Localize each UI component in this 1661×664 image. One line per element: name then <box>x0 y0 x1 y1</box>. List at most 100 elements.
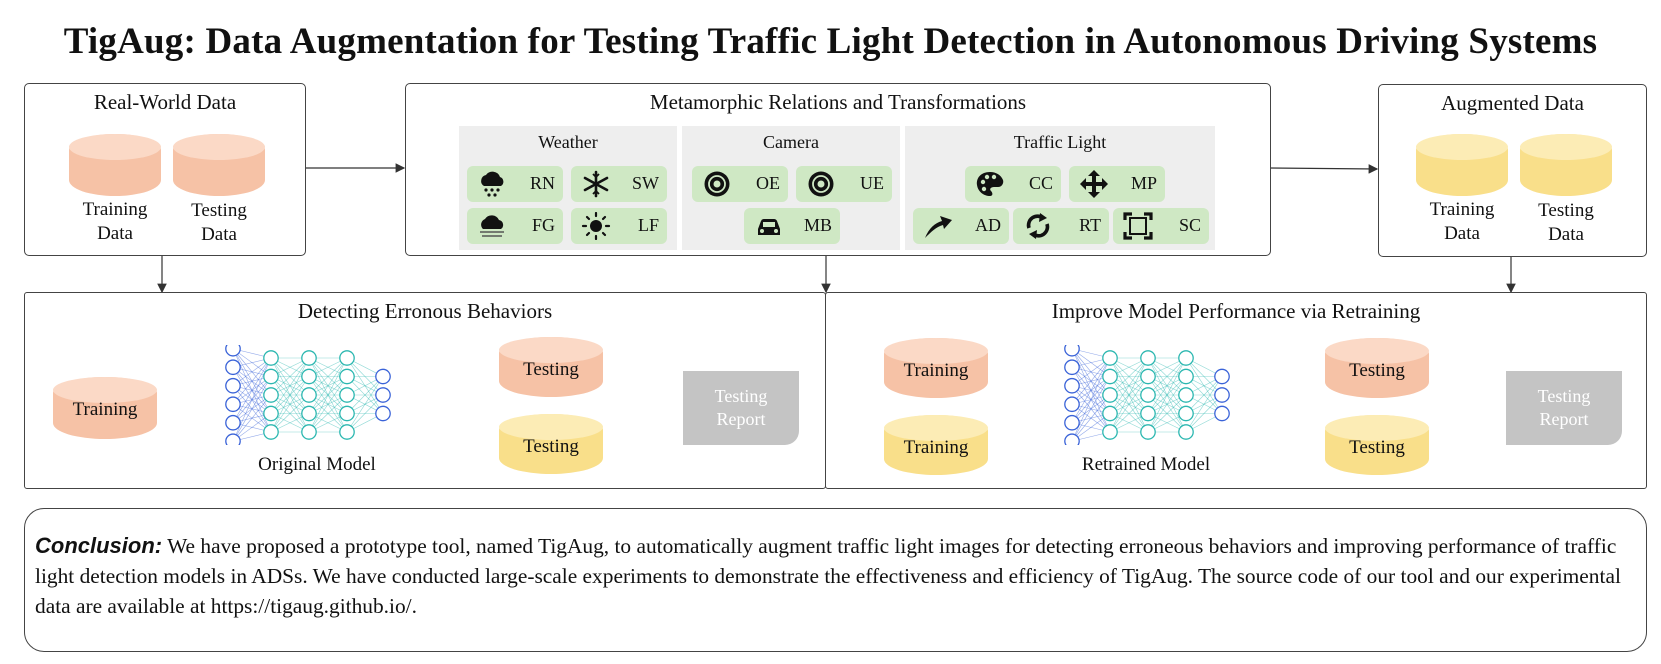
nn-neuron <box>1214 405 1230 422</box>
nn-neuron <box>1064 396 1080 413</box>
aug-training-data-cylinder <box>1416 134 1508 196</box>
metamorphic-box: Metamorphic Relations and Transformation… <box>405 83 1271 256</box>
real-training-data-cylinder <box>69 134 161 196</box>
nn-neuron <box>301 350 317 366</box>
nn-neuron <box>375 368 391 385</box>
retrain-training-real-label: Training <box>903 360 969 381</box>
nn-neuron <box>1140 405 1156 422</box>
original-model-network <box>225 345 391 445</box>
page-title: TigAug: Data Augmentation for Testing Tr… <box>63 21 1598 62</box>
sun-icon <box>581 212 611 240</box>
chip-oe-label: OE <box>756 173 780 193</box>
fog-cloud-icon <box>480 215 504 237</box>
original-model-label: Original Model <box>258 454 376 475</box>
nn-neuron <box>1102 424 1118 440</box>
aug-testing-data-label: Testing Data <box>1538 200 1594 245</box>
chip-mb-label: MB <box>803 215 832 235</box>
nn-neuron <box>1214 368 1230 385</box>
retrained-model-label: Retrained Model <box>1081 454 1211 475</box>
nn-neuron <box>225 345 241 357</box>
nn-neuron <box>1178 424 1194 440</box>
chip-sw-label: SW <box>632 173 659 193</box>
chip-ue: UE <box>796 166 892 202</box>
curved-arrow-icon <box>925 216 952 238</box>
retraining-box: Improve Model Performance via Retraining… <box>825 292 1647 489</box>
nn-neuron <box>225 377 241 394</box>
augmented-data-box: Augmented Data Training Data Testing Dat… <box>1378 84 1647 257</box>
nn-neuron <box>1214 387 1230 403</box>
move-arrows-icon <box>1080 170 1108 198</box>
chip-sc-label: SC <box>1178 215 1201 235</box>
real-training-data-label: Training Data <box>82 199 148 244</box>
nn-neuron <box>225 414 241 431</box>
nn-neuron <box>263 405 279 422</box>
nn-neuron <box>1178 387 1194 403</box>
rain-cloud-icon <box>481 171 504 197</box>
chip-fg-label: FG <box>531 215 555 235</box>
scale-frame-icon <box>1123 212 1153 240</box>
nn-neuron <box>339 405 355 422</box>
nn-neuron <box>263 368 279 385</box>
chip-ue-label: UE <box>860 173 884 193</box>
conclusion-text-block: Conclusion: We have proposed a prototype… <box>35 531 1636 621</box>
conclusion-label: Conclusion: <box>35 533 163 558</box>
nn-neuron <box>301 405 317 422</box>
detect-training-label: Training <box>72 399 138 420</box>
chip-mp-label: MP <box>1130 173 1157 193</box>
nn-neuron <box>301 368 317 385</box>
nn-neuron <box>1064 414 1080 431</box>
nn-neuron <box>339 368 355 385</box>
camera-title: Camera <box>763 132 819 152</box>
rotate-icon <box>1026 213 1050 239</box>
weather-title: Weather <box>538 132 598 152</box>
nn-neuron <box>1178 350 1194 366</box>
nn-neuron <box>1102 368 1118 385</box>
real-testing-data-label: Testing Data <box>191 200 247 245</box>
detect-training-cylinder: Training <box>53 377 157 439</box>
chip-sc: SC <box>1113 208 1209 244</box>
nn-neuron <box>375 387 391 403</box>
retrained-model-network <box>1064 345 1230 445</box>
chip-fg: FG <box>467 208 563 244</box>
detect-testing-real-cylinder: Testing <box>499 337 603 397</box>
chip-cc: CC <box>965 166 1061 202</box>
conclusion-text: We have proposed a prototype tool, named… <box>35 534 1621 618</box>
nn-neuron <box>1064 345 1080 357</box>
conclusion-box: Conclusion: We have proposed a prototype… <box>24 508 1647 652</box>
chip-mp: MP <box>1069 166 1165 202</box>
nn-neuron <box>225 359 241 376</box>
nn-neuron <box>375 405 391 422</box>
aug-training-data-label: Training Data <box>1429 199 1495 244</box>
nn-neuron <box>339 424 355 440</box>
chip-ad-label: AD <box>975 215 1001 235</box>
nn-neuron <box>1140 424 1156 440</box>
detect-testing-aug-label: Testing <box>523 436 579 457</box>
nn-neuron <box>1178 405 1194 422</box>
real-testing-data-cylinder <box>173 134 265 196</box>
nn-neuron <box>1140 368 1156 385</box>
chip-mb: MB <box>744 208 840 244</box>
traffic-light-title: Traffic Light <box>1013 132 1107 152</box>
retrain-testing-real-cylinder: Testing <box>1325 338 1429 398</box>
nn-neuron <box>1064 377 1080 394</box>
nn-neuron <box>263 424 279 440</box>
nn-neuron <box>339 387 355 403</box>
chip-rn: RN <box>467 166 563 202</box>
nn-neuron <box>1064 433 1080 445</box>
car-icon <box>758 219 780 235</box>
lens-icon <box>808 171 834 197</box>
nn-neuron <box>263 350 279 366</box>
retrain-testing-report: Testing Report <box>1506 371 1622 445</box>
detect-testing-real-label: Testing <box>523 359 579 380</box>
chip-sw: SW <box>571 166 667 202</box>
chip-rt-label: RT <box>1079 215 1101 235</box>
augmented-data-title: Augmented Data <box>1441 91 1584 115</box>
retrain-testing-real-label: Testing <box>1349 360 1405 381</box>
real-world-data-title: Real-World Data <box>93 90 237 114</box>
retrain-training-aug-label: Training <box>903 437 969 458</box>
metamorphic-title: Metamorphic Relations and Transformation… <box>649 90 1027 114</box>
retrain-testing-aug-cylinder: Testing <box>1325 415 1429 475</box>
detect-testing-aug-cylinder: Testing <box>499 414 603 474</box>
retrain-testing-aug-label: Testing <box>1349 437 1405 458</box>
palette-icon <box>976 172 1004 196</box>
